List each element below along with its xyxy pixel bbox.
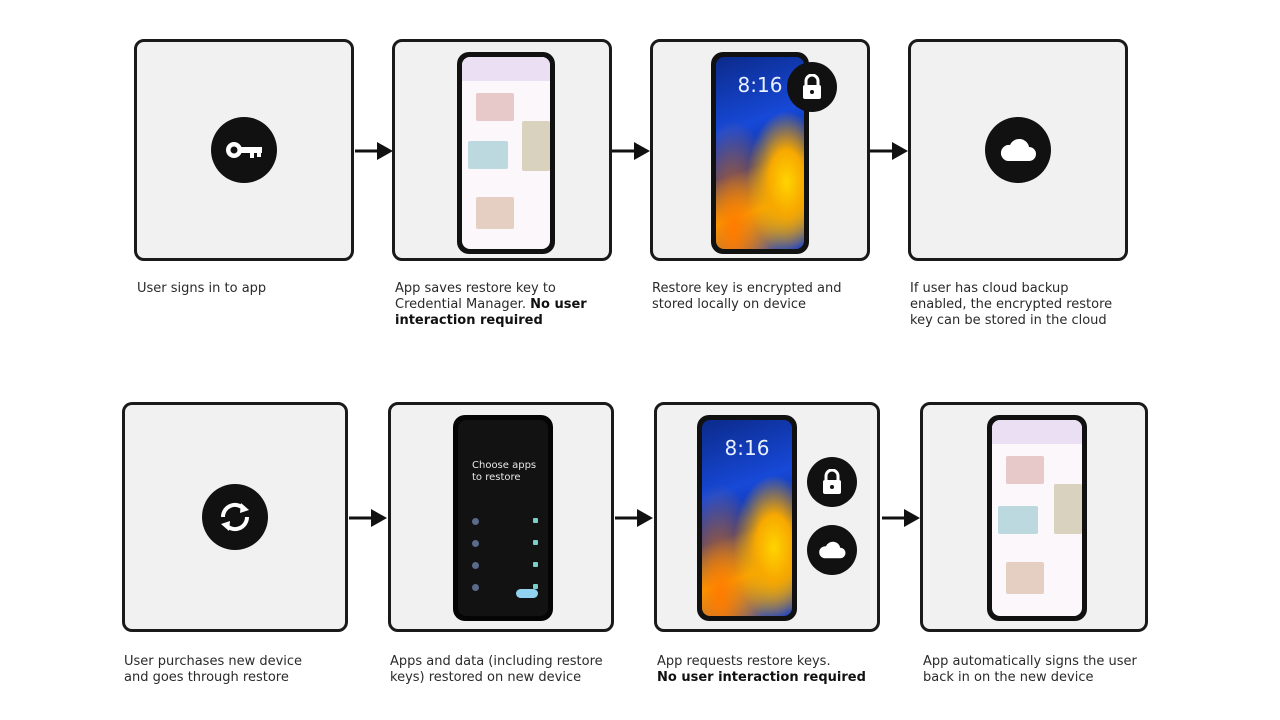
step-card-restore-apps: Choose apps to restore	[388, 402, 614, 632]
caption-step-1: User signs in to app	[137, 281, 267, 296]
cloud-icon	[807, 525, 857, 575]
arrow-right-icon	[612, 142, 650, 160]
cloud-icon	[985, 117, 1051, 183]
arrow-right-icon	[882, 509, 920, 527]
lock-time: 8:16	[724, 436, 770, 460]
key-icon	[211, 117, 277, 183]
caption-step-5: User purchases new device and goes throu…	[124, 654, 303, 685]
step-card-auto-sign-in	[920, 402, 1148, 632]
phone-restore-screen: Choose apps to restore	[453, 415, 553, 621]
step-card-new-device	[122, 402, 348, 632]
caption-step-6: Apps and data (including restore keys) r…	[390, 654, 603, 685]
arrow-right-icon	[355, 142, 393, 160]
caption-step-3: Restore key is encrypted and stored loca…	[652, 281, 842, 312]
lock-icon	[787, 62, 837, 112]
caption-step-7: App requests restore keys.No user intera…	[657, 654, 866, 685]
phone-lock-screen: 8:16	[697, 415, 797, 621]
step-card-encrypt: 8:16	[650, 39, 870, 261]
caption-step-2: App saves restore key to Credential Mana…	[395, 281, 587, 328]
caption-step-4: If user has cloud backup enabled, the en…	[910, 281, 1113, 328]
arrow-right-icon	[870, 142, 908, 160]
step-card-request-keys: 8:16	[654, 402, 880, 632]
step-card-cloud-backup	[908, 39, 1128, 261]
step-card-sign-in	[134, 39, 354, 261]
step-card-save-key	[392, 39, 612, 261]
arrow-right-icon	[349, 509, 387, 527]
sync-icon	[202, 484, 268, 550]
arrow-right-icon	[615, 509, 653, 527]
restore-button[interactable]	[516, 589, 538, 598]
restore-title: Choose apps to restore	[472, 460, 537, 483]
lock-icon	[807, 457, 857, 507]
phone-app-screen	[457, 52, 555, 254]
lock-time: 8:16	[737, 73, 783, 97]
caption-step-8: App automatically signs the user back in…	[923, 654, 1137, 685]
phone-app-screen	[987, 415, 1087, 621]
